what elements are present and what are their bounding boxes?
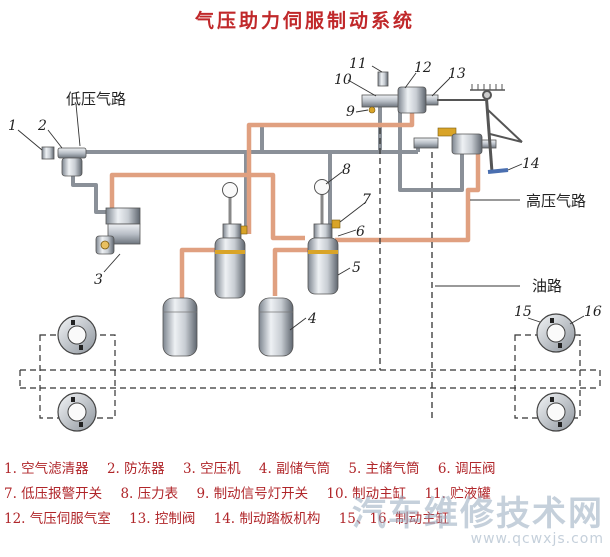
auxiliary-air-tank-4b (258, 297, 294, 357)
callout-3: 3 (94, 272, 103, 288)
callout-leaders (17, 65, 585, 331)
legend-item: 10. 制动主缸 (326, 486, 407, 502)
auxiliary-air-tank-4a (162, 297, 198, 357)
legend-item: 6. 调压阀 (437, 461, 496, 477)
callout-13: 13 (448, 66, 466, 82)
air-servo-chamber-12 (397, 86, 427, 114)
legend-row-1: 1. 空气滤清器 2. 防冻器 3. 空压机 4. 副储气筒 5. 主储气筒 6… (4, 457, 608, 482)
callout-9: 9 (346, 104, 355, 120)
legend-item: 12. 气压伺服气室 (4, 511, 111, 527)
callout-14: 14 (522, 156, 540, 172)
legend-item: 14. 制动踏板机构 (213, 511, 321, 527)
brake-unit-front-left (57, 315, 97, 355)
callout-15: 15 (514, 304, 532, 320)
brake-circuit-lines (19, 334, 601, 419)
legend-row-2: 7. 低压报警开关 8. 压力表 9. 制动信号灯开关 10. 制动主缸 11.… (4, 482, 608, 507)
legend-item: 3. 空压机 (182, 461, 241, 477)
legend-item: 13. 控制阀 (129, 511, 196, 527)
callout-6: 6 (356, 224, 365, 240)
brake-unit-rear-left (57, 392, 97, 432)
legend-item: 2. 防冻器 (106, 461, 165, 477)
label-low-pressure-line: 低压气路 (66, 90, 126, 108)
legend-item: 7. 低压报警开关 (4, 486, 103, 502)
legend-item: 9. 制动信号灯开关 (196, 486, 309, 502)
legend-item: 8. 压力表 (120, 486, 179, 502)
label-oil-line: 油路 (532, 277, 562, 295)
air-filter-1 (41, 146, 55, 160)
label-high-pressure-line: 高压气路 (526, 192, 586, 210)
callout-7: 7 (362, 192, 371, 208)
legend-item: 5. 主储气筒 (348, 461, 420, 477)
low-pressure-alarm-switch-7 (331, 219, 341, 229)
callout-11: 11 (349, 56, 367, 72)
legend-item: 1. 空气滤清器 (4, 461, 89, 477)
brake-pedal-mechanism-14 (437, 84, 523, 174)
fluid-reservoir-11 (377, 71, 389, 87)
main-air-tank-5 (307, 179, 341, 295)
brake-unit-rear-right (536, 392, 576, 432)
brake-light-switch-9 (368, 106, 376, 114)
watermark-title: 汽车维修技术网 (352, 494, 604, 534)
site-watermark: 汽车维修技术网 www.qcwxjs.com (352, 497, 604, 547)
callout-12: 12 (414, 60, 432, 76)
legend-item: 15、16. 制动主缸 (338, 511, 450, 527)
callout-10: 10 (334, 72, 352, 88)
callout-16: 16 (584, 304, 602, 320)
master-cylinder-assembly (361, 71, 439, 114)
pressure-gauge-8 (314, 179, 330, 195)
callout-8: 8 (342, 162, 351, 178)
legend: 1. 空气滤清器 2. 防冻器 3. 空压机 4. 副储气筒 5. 主储气筒 6… (4, 457, 608, 532)
main-air-tank-left (214, 182, 248, 299)
legend-item: 11. 贮液罐 (424, 486, 491, 502)
legend-row-3: 12. 气压伺服气室 13. 控制阀 14. 制动踏板机构 15、16. 制动主… (4, 507, 608, 532)
high-pressure-air-lines (109, 108, 481, 298)
watermark-url: www.qcwxjs.com (470, 531, 604, 547)
air-compressor-3 (95, 207, 141, 255)
brake-unit-front-right-15-16 (536, 313, 576, 353)
callout-4: 4 (307, 311, 317, 327)
brake-master-cylinder-10 (361, 94, 401, 108)
diagram-title: 气压助力伺服制动系统 (194, 10, 415, 32)
callout-2: 2 (37, 118, 47, 134)
legend-item: 4. 副储气筒 (258, 461, 331, 477)
anti-freezer-2 (57, 147, 87, 177)
control-valve-13 (413, 127, 497, 155)
callout-5: 5 (352, 260, 361, 276)
oil-lines (379, 128, 433, 420)
callout-1: 1 (8, 118, 17, 134)
